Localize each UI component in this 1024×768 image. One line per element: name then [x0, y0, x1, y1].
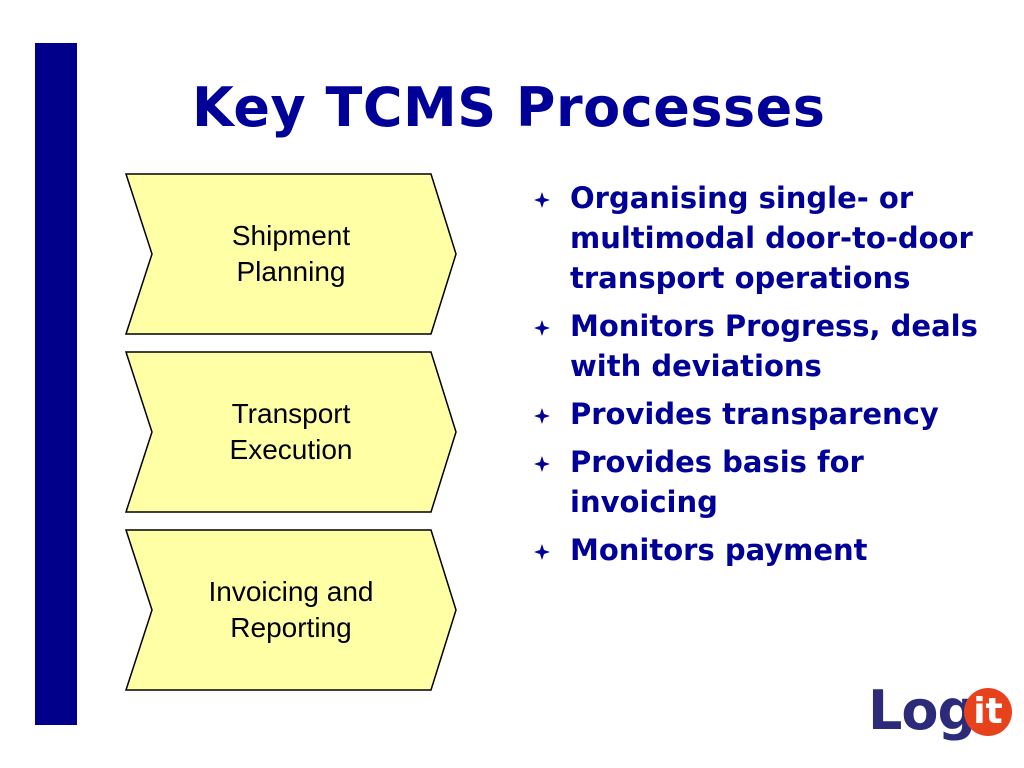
process-step-label: Transport Execution — [229, 398, 353, 465]
logo-badge: it — [964, 688, 1012, 736]
bullet-text: Monitors payment — [570, 533, 868, 567]
bullet-text: Organising single- or multimodal door-to… — [570, 181, 973, 295]
process-step-label: Invoicing and Reporting — [208, 576, 374, 643]
diamond-bullet-icon — [534, 408, 550, 424]
diamond-bullet-icon — [534, 544, 550, 560]
process-step-shipment-planning: Shipment Planning — [124, 173, 458, 335]
bullet-text: Provides transparency — [570, 397, 939, 431]
slide-title: Key TCMS Processes — [192, 76, 826, 139]
bullet-item: Provides transparency — [530, 394, 1000, 434]
chevron-shape — [124, 173, 457, 335]
diamond-bullet-icon — [534, 192, 550, 208]
diamond-bullet-icon — [534, 456, 550, 472]
accent-side-bar — [35, 43, 77, 725]
bullet-item: Monitors payment — [530, 530, 1000, 570]
logit-logo: Log it — [868, 680, 1014, 752]
diamond-bullet-icon — [534, 320, 550, 336]
bullet-item: Provides basis for invoicing — [530, 442, 1000, 522]
chevron-shape — [124, 351, 457, 513]
process-step-label: Shipment Planning — [231, 220, 351, 287]
chevron-shape — [124, 529, 457, 691]
process-step-transport-execution: Transport Execution — [124, 351, 458, 513]
process-step-invoicing-reporting: Invoicing and Reporting — [124, 529, 458, 691]
bullet-item: Monitors Progress, deals with deviations — [530, 306, 1000, 386]
bullet-text: Monitors Progress, deals with deviations — [570, 309, 978, 383]
logo-wordmark: Log — [868, 679, 976, 742]
bullet-list: Organising single- or multimodal door-to… — [530, 178, 1000, 578]
bullet-item: Organising single- or multimodal door-to… — [530, 178, 1000, 298]
bullet-text: Provides basis for invoicing — [570, 445, 864, 519]
